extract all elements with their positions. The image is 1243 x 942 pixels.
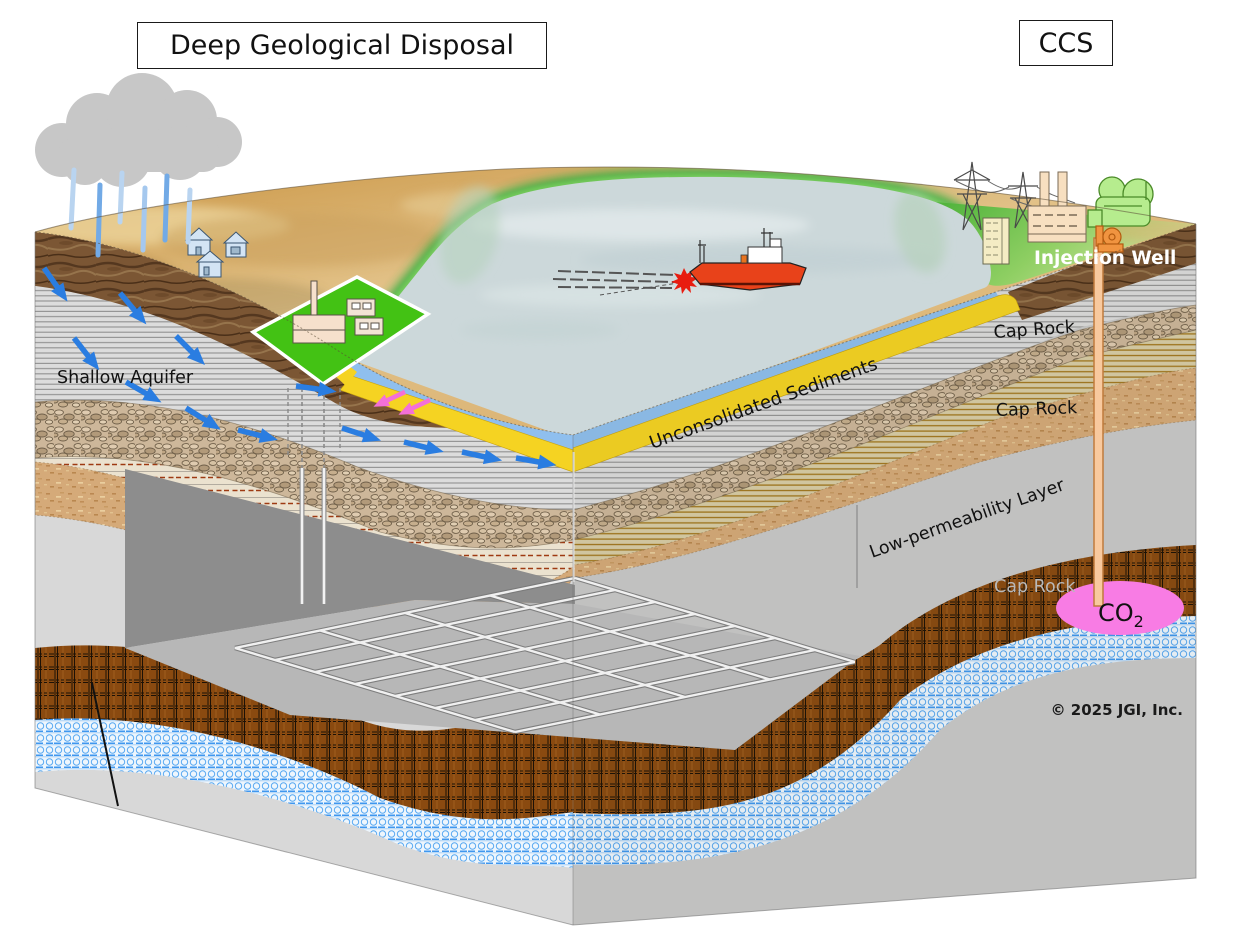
waste-shaft-lines: [287, 388, 575, 604]
village-houses-icon: [184, 227, 250, 278]
deep-cap-rock-band-left: [35, 645, 573, 820]
seismic-survey-ship-icon: [552, 228, 807, 296]
soil-band-right: [1008, 224, 1196, 320]
ship-funnel: [740, 254, 748, 264]
unconsolidated-sediments-right: [573, 294, 1021, 473]
surface-facility-icon: [249, 275, 432, 387]
co2-label: CO2: [1098, 599, 1144, 631]
ccs-text: CCS: [1038, 27, 1094, 59]
shallow-aquifer-label: Shallow Aquifer: [57, 368, 194, 388]
seismic-source-flash-icon: [671, 268, 698, 294]
co2-plume: [1056, 581, 1184, 635]
rocky-cap-band-right: [573, 304, 1196, 541]
ship-bridge: [769, 238, 782, 248]
fault-line: [91, 682, 119, 807]
copyright-text: © 2025 JGI, Inc.: [1051, 701, 1183, 719]
injection-well: [1093, 225, 1124, 607]
title-box-ccs: CCS: [1019, 20, 1113, 66]
rain-cloud-icon: [35, 73, 242, 187]
cap-rock-middle-label: Cap Rock: [995, 398, 1078, 421]
title-text: Deep Geological Disposal: [169, 30, 515, 61]
repository-tunnel-grid: [234, 575, 856, 735]
block-edges: [34, 166, 1197, 926]
rain-streaks: [68, 167, 193, 258]
sea-streaks: [440, 186, 946, 340]
sandy-cap-rock-band-right: [573, 367, 1196, 579]
survey-streamer-lines: [552, 270, 677, 289]
streamer-lead-line: [599, 282, 679, 296]
unconsolidated-sediments-left: [339, 375, 573, 473]
injection-wellhead-icon: [1095, 225, 1124, 253]
facility-buildings: [292, 280, 384, 344]
injection-well-pipe: [1093, 237, 1104, 607]
capture-plant-icon: [1087, 176, 1154, 228]
power-plant-icon: [1027, 171, 1087, 243]
injection-well-label: Injection Well: [1034, 248, 1176, 269]
ship-superstructure: [747, 246, 783, 264]
ship-masts: [698, 228, 773, 263]
gold-aquifer-band-right: [573, 322, 1196, 573]
storage-aquifer-band-left: [35, 713, 573, 868]
repository-back-wall: [125, 469, 575, 648]
repository: [91, 388, 860, 807]
sea: [352, 176, 991, 435]
cap-rock-deep-label: Cap Rock: [994, 577, 1076, 597]
title-box-deep-geological-disposal: Deep Geological Disposal: [137, 22, 547, 69]
office-building-icon: [982, 217, 1010, 265]
